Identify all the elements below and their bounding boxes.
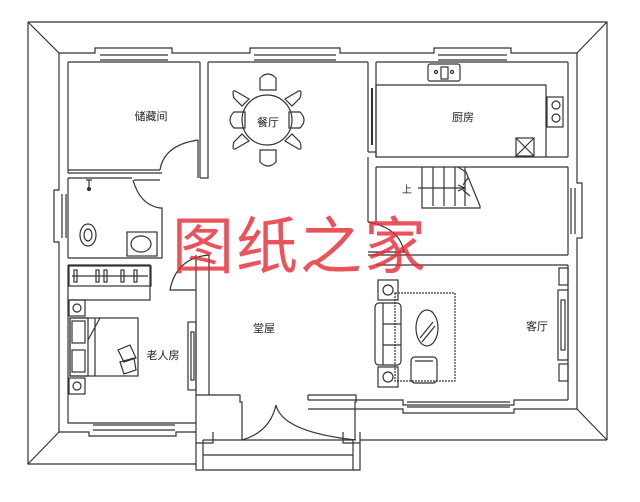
room-label-kitchen: 厨房 (452, 111, 474, 124)
stove-icon (546, 96, 564, 128)
wardrobe (68, 265, 152, 287)
staircase (418, 166, 481, 209)
ventilation-shaft-icon (515, 137, 535, 157)
bed (68, 299, 139, 395)
toilet-icon (79, 223, 97, 247)
dining-table (229, 73, 305, 167)
tv-cabinet (187, 321, 197, 391)
stair-up-label: 上 (402, 185, 412, 196)
room-label-dining: 餐厅 (257, 116, 279, 129)
watermark: 图纸之家 (172, 210, 429, 283)
room-label-living-room: 客厅 (526, 320, 548, 333)
sink-icon (427, 63, 461, 82)
kitchen-fixtures (371, 63, 564, 157)
room-label-elder-room: 老人房 (146, 349, 180, 362)
room-label-main-hall: 堂屋 (253, 322, 275, 335)
outer-frame (27, 21, 608, 465)
bathroom-fixtures (79, 179, 158, 257)
sofa-set (374, 267, 569, 388)
washbasin-icon (126, 231, 158, 257)
room-label-storage: 储藏间 (134, 110, 168, 123)
